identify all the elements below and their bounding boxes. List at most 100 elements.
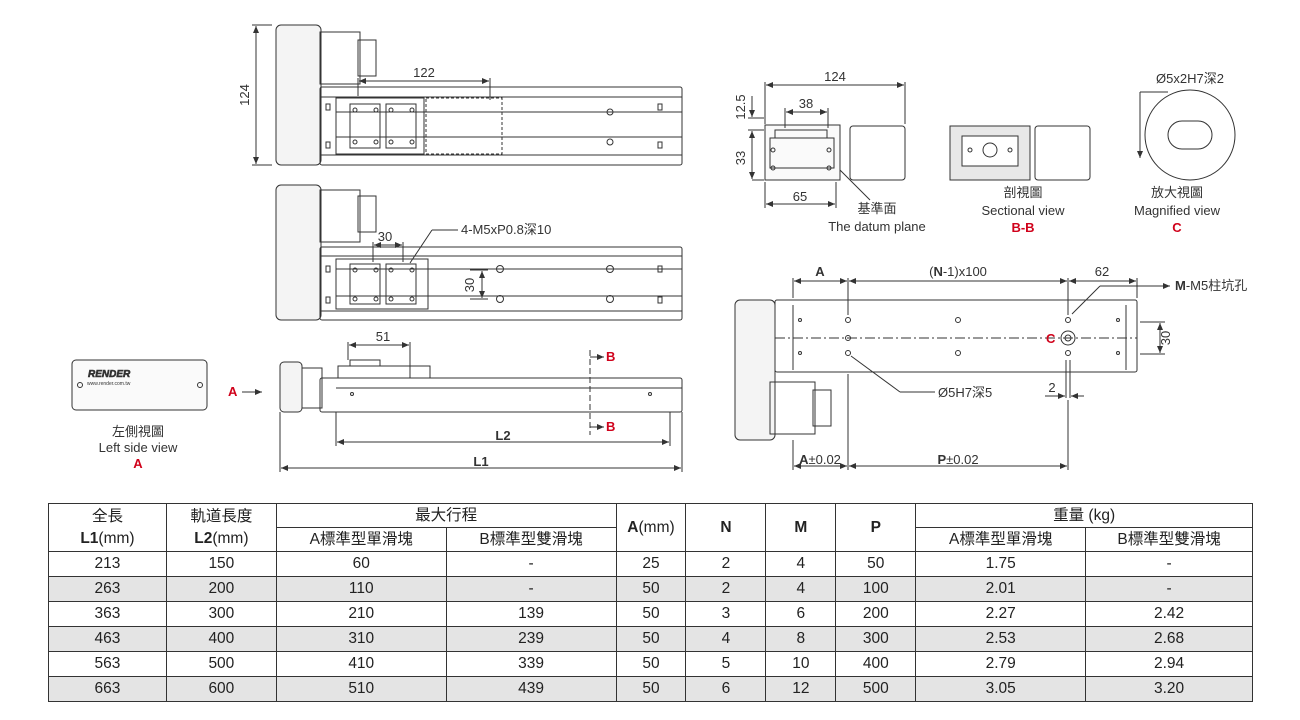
- section-b-bottom: B: [606, 419, 615, 434]
- dim-38: 38: [799, 96, 813, 111]
- cell: -: [445, 576, 617, 602]
- cell: 500: [835, 676, 917, 702]
- dim-124-vertical: 124: [237, 84, 252, 106]
- cell: 2.01: [915, 576, 1087, 602]
- header-p: P: [835, 503, 917, 552]
- cell: 300: [835, 626, 917, 652]
- cell: 8: [765, 626, 837, 652]
- cell: 510: [275, 676, 447, 702]
- caption-section-en: Sectional view: [981, 203, 1065, 218]
- caption-left-side-letter: A: [133, 456, 143, 471]
- datum-label-en: The datum plane: [828, 219, 926, 234]
- cell: 210: [275, 601, 447, 627]
- left-side-view: [71, 359, 208, 411]
- cell: 2.68: [1085, 626, 1253, 652]
- cell: 50: [615, 576, 687, 602]
- dim-51: 51: [376, 329, 390, 344]
- dim-30-horizontal: 30: [378, 229, 392, 244]
- cell: 400: [835, 651, 917, 677]
- cell: 5: [685, 651, 767, 677]
- caption-magnified-zh: 放大視圖: [1151, 185, 1203, 200]
- tol-p: P±0.02: [937, 452, 978, 467]
- cell: 439: [445, 676, 617, 702]
- cell: 50: [615, 626, 687, 652]
- cell: 200: [165, 576, 277, 602]
- cell: 110: [275, 576, 447, 602]
- tol-a: A±0.02: [799, 452, 841, 467]
- dim-33: 33: [733, 151, 748, 165]
- cell: 563: [48, 651, 167, 677]
- cell: -: [1085, 551, 1253, 577]
- header-max-stroke: 最大行程: [275, 503, 617, 528]
- note-dowel-hole: Ø5H7深5: [938, 385, 992, 400]
- cell: 50: [615, 651, 687, 677]
- cell: 463: [48, 626, 167, 652]
- caption-left-side-zh: 左側視圖: [112, 424, 164, 439]
- header-a: A(mm): [615, 503, 687, 552]
- cell: 263: [48, 576, 167, 602]
- cell: 150: [165, 551, 277, 577]
- note-counterbore: M-M5柱坑孔: [1175, 278, 1247, 293]
- front-view: [242, 342, 683, 472]
- cell: 310: [275, 626, 447, 652]
- dim-30-vertical: 30: [462, 278, 477, 292]
- cell: 2: [685, 576, 767, 602]
- dim-122: 122: [413, 65, 435, 80]
- cell: 663: [48, 676, 167, 702]
- dim-62: 62: [1095, 264, 1109, 279]
- dim-65: 65: [793, 189, 807, 204]
- cell: 600: [165, 676, 277, 702]
- cell: 139: [445, 601, 617, 627]
- dim-a-bottom: A: [815, 264, 825, 279]
- logo-website: www.render.com.tw: [87, 381, 131, 387]
- cell: 400: [165, 626, 277, 652]
- magnified-view: [1137, 89, 1236, 181]
- dim-12-5: 12.5: [733, 94, 748, 119]
- middle-view: [275, 184, 683, 321]
- cell: 339: [445, 651, 617, 677]
- caption-section-letter: B-B: [1011, 220, 1034, 235]
- cell: 50: [615, 676, 687, 702]
- caption-left-side-en: Left side view: [99, 440, 178, 455]
- cell: 4: [765, 576, 837, 602]
- header-n: N: [685, 503, 767, 552]
- cell: 4: [765, 551, 837, 577]
- header-stroke-double: B標準型雙滑塊: [445, 527, 617, 552]
- logo-render: RENDER: [88, 369, 131, 380]
- cell: 50: [615, 601, 687, 627]
- top-view: [252, 24, 683, 166]
- end-view: [748, 82, 906, 208]
- arrow-label-a: A: [228, 384, 238, 399]
- section-view: [949, 125, 1091, 181]
- caption-magnified-letter: C: [1172, 220, 1182, 235]
- cell: 6: [765, 601, 837, 627]
- label-l2: L2: [495, 428, 510, 443]
- cell: 6: [685, 676, 767, 702]
- cell: 2.94: [1085, 651, 1253, 677]
- cell: 500: [165, 651, 277, 677]
- label-l1: L1: [473, 454, 488, 469]
- cell: 3.05: [915, 676, 1087, 702]
- cell: 410: [275, 651, 447, 677]
- cell: 12: [765, 676, 837, 702]
- dim-30-bottom: 30: [1158, 331, 1173, 345]
- cell: 2: [685, 551, 767, 577]
- cell: 2.27: [915, 601, 1087, 627]
- cell: 2.42: [1085, 601, 1253, 627]
- cell: 100: [835, 576, 917, 602]
- note-oblong-hole: Ø5x2H7深2: [1156, 71, 1224, 86]
- caption-section-zh: 剖視圖: [1003, 185, 1042, 200]
- cell: -: [1085, 576, 1253, 602]
- technical-drawing: 124 122 30 30 4-M5xP0.8深10: [71, 24, 1247, 472]
- cell: 60: [275, 551, 447, 577]
- cell: 10: [765, 651, 837, 677]
- cell: 213: [48, 551, 167, 577]
- cell: 25: [615, 551, 687, 577]
- caption-magnified-en: Magnified view: [1134, 203, 1221, 218]
